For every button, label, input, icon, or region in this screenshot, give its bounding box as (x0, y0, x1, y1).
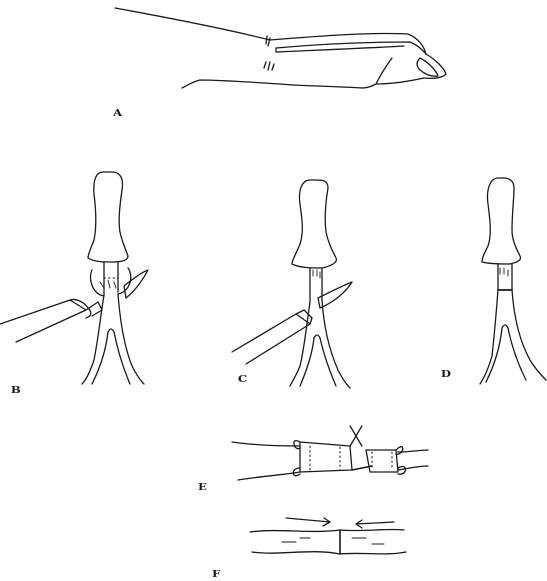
panel-label-c: C (238, 375, 247, 385)
panel-label-d: D (441, 370, 451, 380)
panel-f-coaptation (250, 518, 406, 554)
panel-label-b: B (11, 386, 21, 396)
panel-e-anastomosis (232, 426, 428, 480)
panel-c-procedure (232, 180, 352, 388)
panel-d-result (480, 178, 546, 384)
panel-label-a: A (113, 109, 122, 119)
panel-b-procedure (0, 172, 148, 384)
panel-label-e: E (198, 483, 207, 493)
panel-a-specimen (115, 8, 446, 88)
panel-label-f: F (212, 570, 220, 580)
